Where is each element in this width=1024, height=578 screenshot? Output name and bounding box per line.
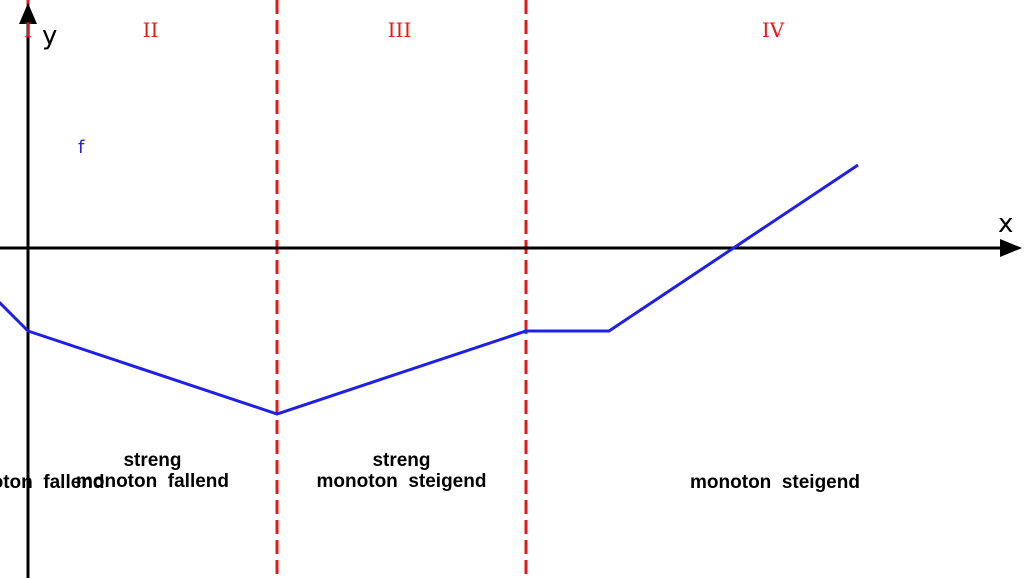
region-numeral-3: III	[388, 18, 412, 42]
function-graph: f	[0, 137, 859, 416]
region-1-description-line-1: monoton fallend	[0, 472, 105, 493]
y-axis-label: y	[42, 21, 57, 51]
region-2-description-line-2: monoton fallend	[76, 471, 229, 492]
x-axis-arrow-icon	[1000, 239, 1022, 257]
y-axis-arrow-icon	[19, 3, 37, 24]
region-3-description-line-2: monoton steigend	[317, 471, 487, 492]
x-axis-label: x	[998, 209, 1013, 239]
region-numeral-4: IV	[762, 18, 785, 42]
region-numeral-1: I	[24, 18, 32, 42]
axes: y x	[0, 3, 1022, 578]
region-numeral-2: II	[143, 18, 159, 42]
region-4-description-line-1: monoton steigend	[690, 472, 860, 493]
function-label: f	[78, 137, 85, 158]
region-3-description-line-1: streng	[372, 450, 430, 471]
region-2-description-line-1: streng	[123, 450, 181, 471]
function-f-line	[0, 163, 859, 416]
